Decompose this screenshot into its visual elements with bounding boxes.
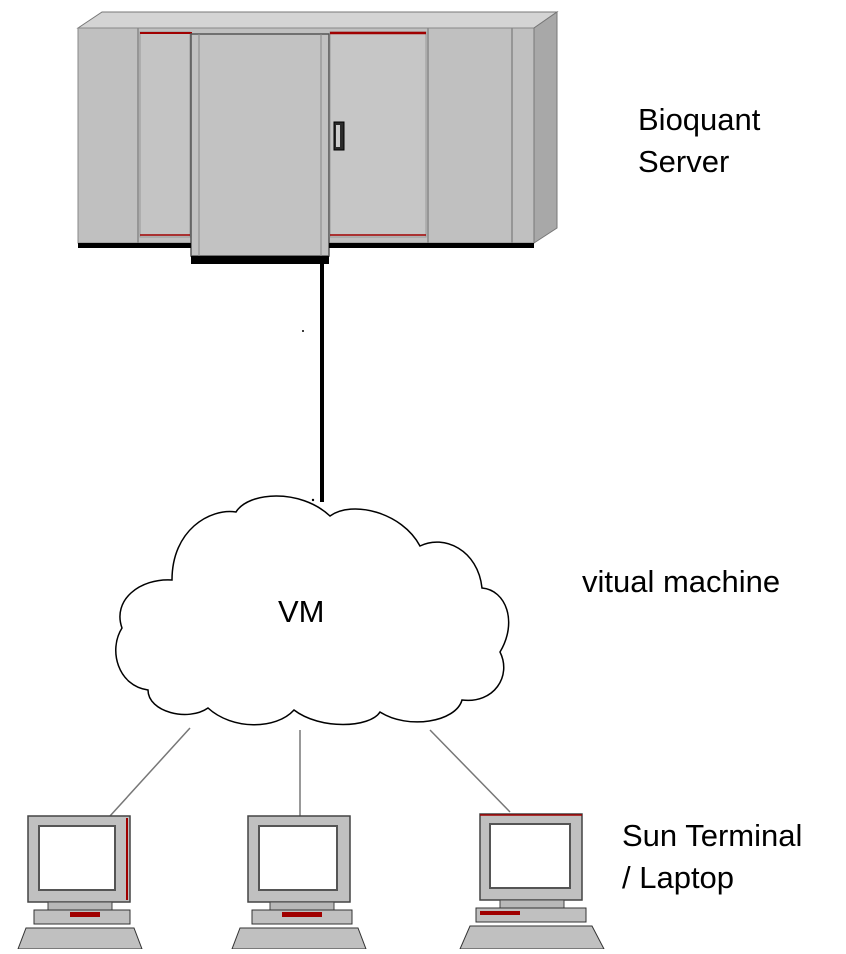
server-icon	[76, 11, 559, 264]
terminal-link-3	[429, 729, 511, 813]
terminal-link-1	[109, 727, 191, 817]
terminal-label-line2: / Laptop	[622, 860, 734, 895]
cloud-label: VM	[278, 594, 325, 629]
computer-icon	[231, 815, 367, 950]
server-label-line2: Server	[638, 144, 729, 179]
computer-icon	[17, 815, 143, 950]
cloud-icon	[115, 495, 510, 726]
computer-icon	[459, 813, 605, 950]
terminal-label-line1: Sun Terminal	[622, 818, 802, 853]
cloud-side-label: vitual machine	[582, 564, 780, 599]
server-label-line1: Bioquant	[638, 102, 761, 137]
